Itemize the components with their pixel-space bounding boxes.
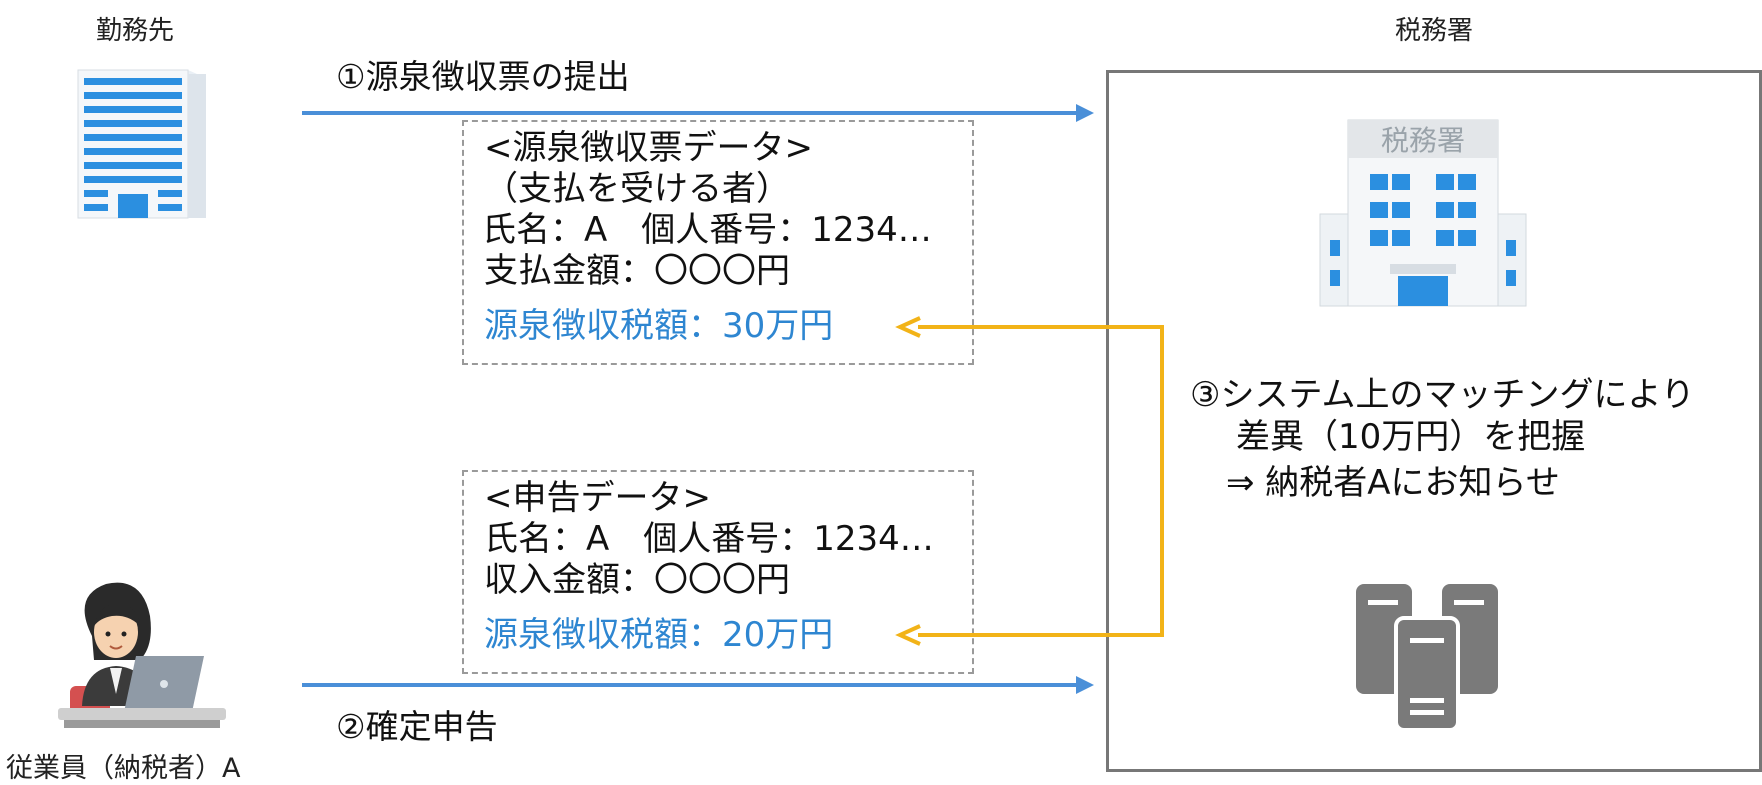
withholding-tax-30-line: 源泉徴収税額：30万円 [484,306,834,346]
withholding-slip-id-line: 氏名：A 個人番号：1234… [482,210,932,250]
office-building-icon [77,69,206,219]
return-data-title: <申告データ> [484,478,711,518]
employer-label: 勤務先 [96,16,175,46]
withholding-slip-data-box: <源泉徴収票データ> （支払を受ける者） 氏名：A 個人番号：1234… 支払金… [462,120,974,365]
filing-arrow [302,676,1094,694]
income-amount-line: 収入金額：〇〇〇円 [484,560,790,600]
building-sign: 税務署 [1381,124,1465,157]
matching-message: ③システム上のマッチングにより 差異（10万円）を把握 ⇒ 納税者Aにお知らせ [1190,374,1695,504]
tax-office-panel [1106,70,1762,772]
withholding-slip-title: <源泉徴収票データ> [484,128,813,168]
payment-amount-line: 支払金額：〇〇〇円 [484,251,790,291]
matching-bracket-arrows [895,316,1164,646]
server-icon [1356,584,1498,732]
step1-label: ①源泉徴収票の提出 [336,57,630,96]
submission-arrow [302,104,1094,122]
return-data-box: <申告データ> 氏名：A 個人番号：1234… 収入金額：〇〇〇円 源泉徴収税額… [462,470,974,674]
return-data-id-line: 氏名：A 個人番号：1234… [484,519,934,559]
withholding-tax-20-line: 源泉徴収税額：20万円 [484,615,834,655]
matching-line-2: 差異（10万円）を把握 [1236,417,1586,457]
matching-line-3: ⇒ 納税者Aにお知らせ [1226,463,1560,503]
tax-office-building-icon: 税務署 [1319,119,1527,307]
matching-line-1: ③システム上のマッチングにより [1190,375,1695,415]
tax-office-label: 税務署 [1395,16,1474,46]
employee-at-laptop-icon [58,582,226,728]
step2-label: ②確定申告 [336,707,498,746]
payee-subtitle: （支払を受ける者） [484,169,790,209]
employee-label: 従業員（納税者）A [6,753,241,784]
